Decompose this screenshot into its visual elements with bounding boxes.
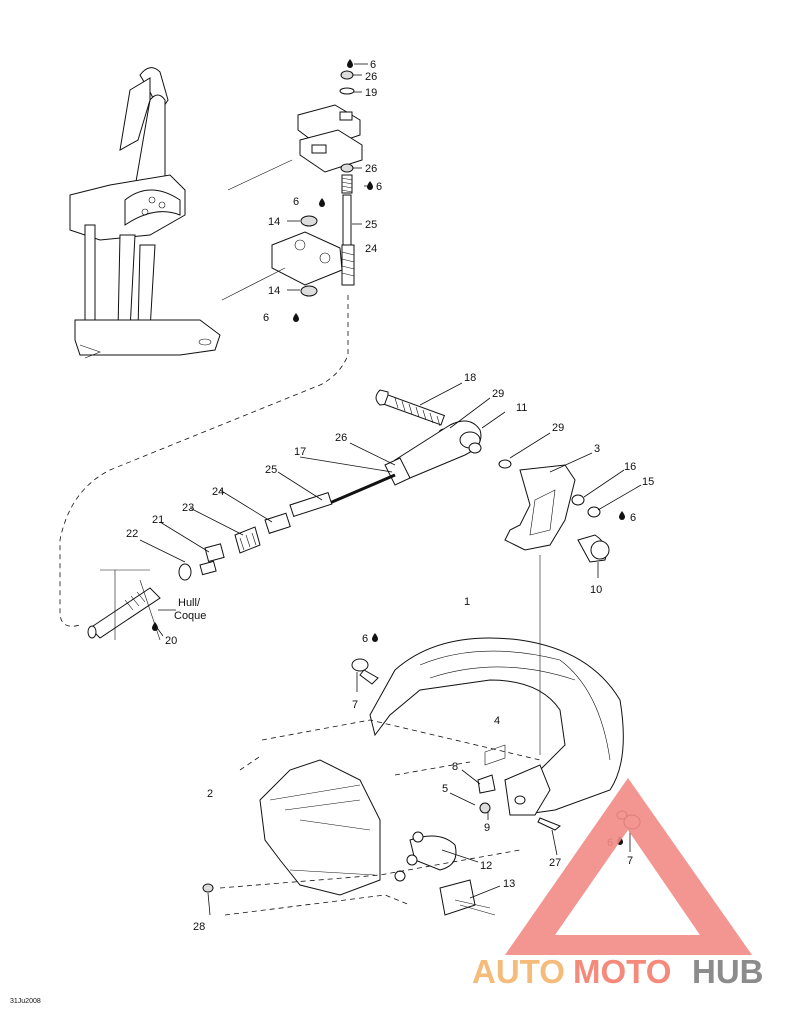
part-label-11: 11	[516, 402, 527, 414]
cable-assembly	[87, 389, 512, 641]
cable-end-bracket-top	[297, 70, 363, 286]
part-label-24: 24	[365, 243, 377, 255]
watermark-triangle-icon	[505, 778, 752, 955]
part-label-14: 14	[268, 216, 280, 228]
hull-label-line2: Coque	[174, 610, 206, 622]
lower-bracket-plate	[271, 215, 343, 297]
part-label-8: 8	[452, 761, 458, 773]
figure-code: 31Ju2008	[10, 998, 41, 1005]
engine-cover-assembly	[202, 637, 641, 916]
part-label-26: 26	[365, 71, 377, 83]
part-label-17: 17	[294, 446, 306, 458]
watermark-logo: AUTO MOTO HUB	[472, 778, 764, 990]
part-label-29: 29	[552, 422, 564, 434]
part-label-18: 18	[464, 372, 476, 384]
part-label-28: 28	[193, 921, 205, 933]
part-label-3: 3	[594, 443, 600, 455]
part-label-26: 26	[365, 163, 377, 175]
part-label-24: 24	[212, 486, 224, 498]
part-label-10: 10	[590, 584, 602, 596]
part-label-14: 14	[268, 285, 280, 297]
part-label-16: 16	[624, 461, 636, 473]
part-label-23: 23	[182, 502, 194, 514]
part-label-6: 6	[263, 312, 269, 324]
part-label-19: 19	[365, 87, 377, 99]
part-label-21: 21	[152, 514, 164, 526]
part-label-15: 15	[642, 476, 654, 488]
part-label-4: 4	[494, 715, 500, 727]
part-label-6: 6	[370, 59, 376, 71]
part-label-26: 26	[335, 432, 347, 444]
part-label-6: 6	[293, 196, 299, 208]
part-label-25: 25	[265, 464, 277, 476]
hull-label-line1: Hull/	[178, 597, 201, 609]
part-label-29: 29	[492, 388, 504, 400]
control-lever-assembly	[69, 67, 221, 359]
part-number-labels: 6 26 19 26 6 6 14 25 24 14 6 18 29 11 29…	[126, 59, 654, 933]
part-label-9: 9	[484, 822, 490, 834]
leader-lines	[139, 63, 642, 916]
watermark-hub: HUB	[692, 953, 764, 990]
part-label-6: 6	[630, 512, 636, 524]
part-label-13: 13	[503, 878, 515, 890]
lubricant-drop-icon	[152, 59, 625, 845]
part-label-2: 2	[207, 788, 213, 800]
part-label-5: 5	[442, 783, 448, 795]
part-label-6: 6	[376, 181, 382, 193]
part-label-25: 25	[365, 219, 377, 231]
part-label-12: 12	[480, 860, 492, 872]
part-label-22: 22	[126, 528, 138, 540]
watermark-auto: AUTO	[472, 953, 565, 990]
watermark-moto: MOTO	[573, 953, 671, 990]
part-label-6: 6	[362, 633, 368, 645]
part-label-27: 27	[549, 857, 561, 869]
part-label-1: 1	[464, 596, 470, 608]
part-label-7: 7	[627, 855, 633, 867]
support-bracket	[504, 464, 610, 563]
part-label-7: 7	[352, 699, 358, 711]
part-label-20: 20	[165, 635, 177, 647]
